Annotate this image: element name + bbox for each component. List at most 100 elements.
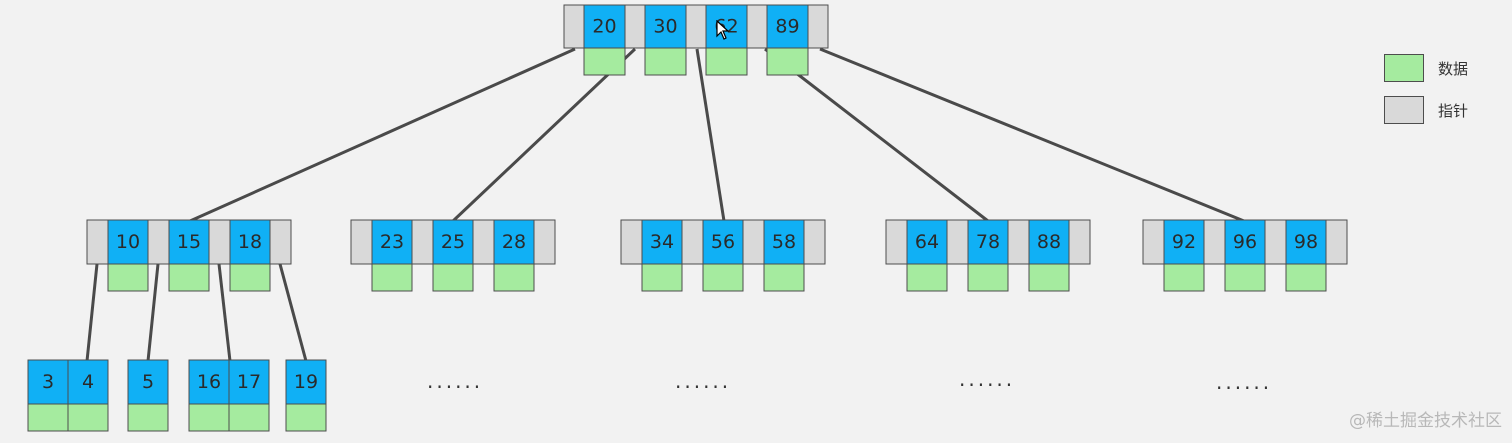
pointer-slot <box>803 219 826 265</box>
key-label: 17 <box>237 371 261 393</box>
key-label: 23 <box>380 231 404 253</box>
leaf-node: 5 <box>127 359 169 432</box>
data-cell <box>27 403 69 432</box>
pointer-slot <box>472 219 495 265</box>
key-cell <box>1285 219 1327 265</box>
key-cell <box>127 359 169 405</box>
data-cell <box>168 263 210 292</box>
data-cell <box>967 263 1009 292</box>
pointer-slot <box>742 219 765 265</box>
key-cell <box>1163 219 1205 265</box>
internal-node: 34 56 58 <box>620 219 826 292</box>
pointer-slot <box>1142 219 1165 265</box>
edges <box>85 47 1245 362</box>
data-cell <box>1028 263 1070 292</box>
data-cell <box>644 47 687 76</box>
key-cell <box>583 4 626 49</box>
ellipsis: ...... <box>427 369 483 393</box>
legend-data-swatch <box>1384 54 1424 82</box>
tree-edge <box>146 263 160 362</box>
key-cell <box>644 4 687 49</box>
legend-pointer-swatch <box>1384 96 1424 124</box>
pointer-slot <box>147 219 170 265</box>
data-cell <box>228 403 270 432</box>
key-label: 56 <box>711 231 735 253</box>
pointer-slot <box>411 219 434 265</box>
tree-edge <box>451 47 637 223</box>
key-label: 16 <box>197 371 221 393</box>
data-cell <box>229 263 271 292</box>
legend-data: 数据 <box>1384 54 1468 82</box>
key-label: 88 <box>1037 231 1061 253</box>
key-label: 4 <box>82 371 94 393</box>
data-cell <box>371 263 413 292</box>
tree-edge <box>695 48 726 222</box>
data-cell <box>705 47 748 76</box>
data-cell <box>1285 263 1327 292</box>
pointer-slot <box>350 219 373 265</box>
key-cell <box>285 359 327 405</box>
tree-edge <box>189 47 576 223</box>
key-cell <box>705 4 748 49</box>
data-cell <box>127 403 169 432</box>
tree-edge <box>278 263 308 362</box>
pointer-slot <box>624 4 646 49</box>
key-label: 3 <box>42 371 54 393</box>
pointer-slot <box>1203 219 1226 265</box>
tree-edge <box>819 47 1245 223</box>
key-label: 20 <box>592 16 616 38</box>
pointer-slot <box>1325 219 1348 265</box>
data-cell <box>641 263 683 292</box>
pointer-slot <box>1264 219 1287 265</box>
data-cell <box>285 403 327 432</box>
pointer-slot <box>807 4 829 49</box>
ellipsis: ...... <box>675 369 731 393</box>
pointer-slot <box>681 219 704 265</box>
data-cell <box>1224 263 1266 292</box>
ellipsis: ...... <box>1216 370 1272 394</box>
key-label: 89 <box>775 16 799 38</box>
data-cell <box>763 263 805 292</box>
key-label: 19 <box>294 371 318 393</box>
key-label: 34 <box>650 231 674 253</box>
data-cell <box>493 263 535 292</box>
data-cell <box>432 263 474 292</box>
key-cell <box>702 219 744 265</box>
key-label: 10 <box>116 231 140 253</box>
pointer-slot <box>269 219 292 265</box>
data-cell <box>906 263 948 292</box>
key-cell <box>1224 219 1266 265</box>
tree-edge <box>85 263 99 362</box>
leaf-node: 19 <box>285 359 327 432</box>
key-cell <box>432 219 474 265</box>
ellipses: ........................ <box>427 367 1272 394</box>
key-label: 58 <box>772 231 796 253</box>
key-label: 96 <box>1233 231 1257 253</box>
key-label: 78 <box>976 231 1000 253</box>
ellipsis: ...... <box>959 367 1015 391</box>
key-cell <box>188 359 230 405</box>
tree-edge <box>217 263 232 362</box>
pointer-slot <box>208 219 231 265</box>
pointer-slot <box>685 4 707 49</box>
legend-data-label: 数据 <box>1438 59 1469 78</box>
data-cell <box>107 263 149 292</box>
key-label: 30 <box>653 16 677 38</box>
key-label: 98 <box>1294 231 1318 253</box>
pointer-slot <box>1068 219 1091 265</box>
data-cell <box>583 47 626 76</box>
key-label: 5 <box>142 371 154 393</box>
legend-pointer: 指针 <box>1384 96 1468 124</box>
data-cell <box>188 403 230 432</box>
data-cell <box>702 263 744 292</box>
watermark: @稀土掘金技术社区 <box>1349 411 1502 431</box>
data-cell <box>67 403 109 432</box>
pointer-slot <box>86 219 109 265</box>
pointer-slot <box>746 4 768 49</box>
pointer-slot <box>533 219 556 265</box>
